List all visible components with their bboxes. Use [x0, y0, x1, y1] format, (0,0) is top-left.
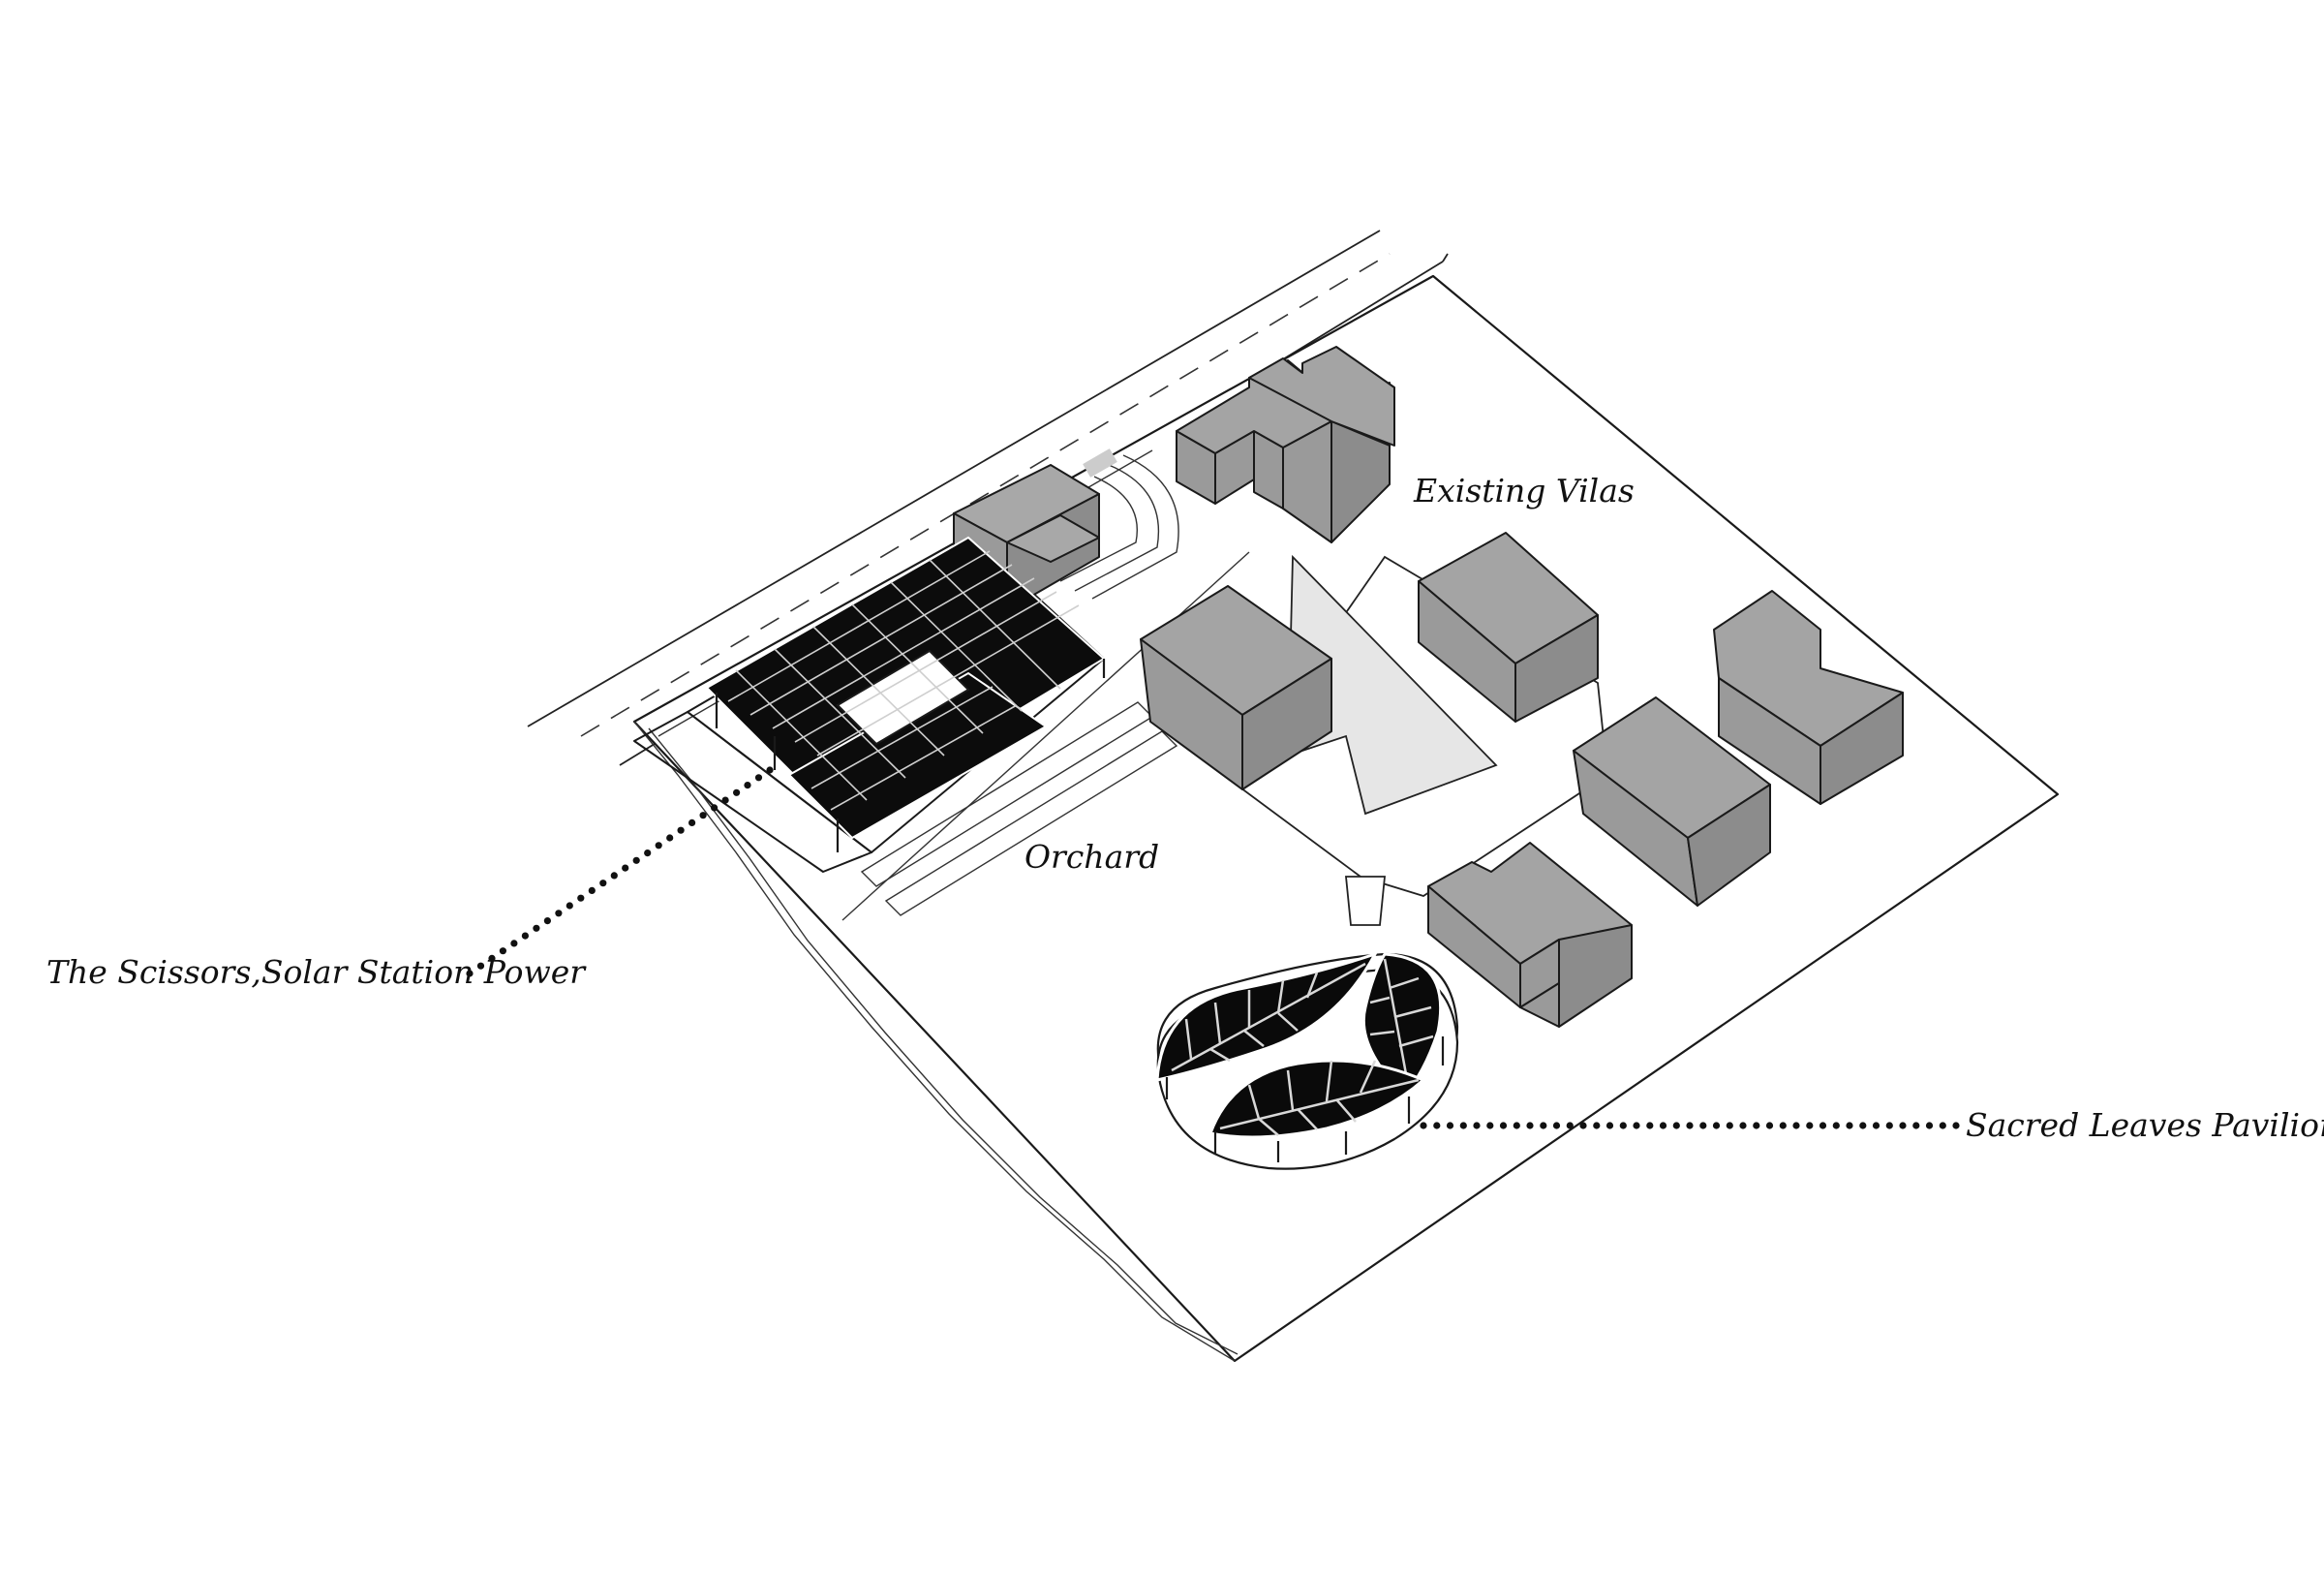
leader-dot — [1939, 1122, 1946, 1129]
leader-dot — [754, 774, 763, 782]
leader-dot — [1672, 1122, 1680, 1129]
leader-dot — [711, 804, 719, 812]
leader-dot — [766, 766, 774, 774]
leader-dot — [688, 818, 696, 827]
leader-dot — [543, 917, 552, 925]
leader-dot — [1605, 1122, 1614, 1129]
leader-dot — [622, 864, 629, 872]
leader-dot — [1686, 1122, 1694, 1129]
leader-dot — [1952, 1122, 1960, 1129]
leader-dot — [644, 849, 652, 857]
leader-dot — [488, 954, 496, 963]
villa-e — [1713, 590, 1904, 805]
leader-dot — [1712, 1122, 1721, 1129]
leader-dot — [1486, 1122, 1494, 1129]
leader-dot — [1619, 1122, 1627, 1129]
leader-dot — [677, 826, 685, 834]
leader-dot — [1819, 1122, 1827, 1129]
leader-dot — [610, 872, 618, 880]
leader-dot — [1726, 1122, 1733, 1129]
leader-dot — [733, 788, 741, 796]
leader-dot — [1593, 1122, 1601, 1129]
villa-a — [1176, 346, 1395, 543]
leader-dot — [566, 902, 573, 910]
leader-dot — [1446, 1122, 1454, 1129]
label-existing-villas: Existing Vilas — [1413, 472, 1635, 510]
leader-dot — [1859, 1122, 1867, 1129]
leader-dot — [1566, 1122, 1574, 1129]
leader-dot — [466, 970, 474, 977]
leader-dot — [555, 910, 563, 917]
leaf-veins-2 — [1369, 958, 1434, 1091]
leader-dot — [1846, 1122, 1853, 1129]
leader-dot — [1885, 1122, 1893, 1129]
leader-dot — [744, 782, 751, 789]
leader-dot — [1899, 1122, 1907, 1129]
leader-dot — [721, 796, 729, 804]
leader-scissors — [466, 766, 774, 977]
leader-dot — [1420, 1122, 1427, 1129]
leader-dot — [510, 940, 518, 947]
villa-c — [1418, 532, 1599, 723]
leader-dot — [1779, 1122, 1787, 1129]
label-scissors: The Scissors,Solar Station Power — [46, 953, 587, 991]
leader-dot — [533, 924, 540, 932]
leader-dot — [521, 932, 530, 940]
leader-dot — [1659, 1122, 1667, 1129]
villa-b — [1140, 585, 1332, 790]
leader-pavilion — [1420, 1122, 1960, 1129]
leader-dot — [1912, 1122, 1920, 1129]
leader-dot — [1513, 1122, 1520, 1129]
label-pavilion: Sacred Leaves Pavilion — [1966, 1106, 2324, 1144]
leader-dot — [666, 834, 674, 842]
leader-dot — [1540, 1122, 1547, 1129]
leader-dot — [1753, 1122, 1760, 1129]
leader-dot — [1473, 1122, 1481, 1129]
leader-dot — [577, 894, 585, 902]
leader-dot — [588, 886, 596, 895]
leader-dot — [1646, 1122, 1654, 1129]
leader-dot — [1765, 1122, 1774, 1129]
leader-dot — [476, 962, 485, 970]
solar-station — [633, 464, 1106, 873]
villa-d — [1573, 696, 1771, 907]
label-orchard: Orchard — [1024, 838, 1159, 876]
leader-dot — [1526, 1122, 1534, 1129]
solar-panel-grid — [727, 550, 1080, 811]
villa-f — [1427, 842, 1633, 1028]
leader-dot — [1872, 1122, 1881, 1129]
existing-villas — [1140, 346, 1904, 1028]
leader-dot — [599, 880, 607, 887]
leader-dot — [499, 947, 507, 955]
leader-dot — [1552, 1122, 1561, 1129]
leaf-veins-1 — [1171, 962, 1366, 1072]
leader-dot — [1806, 1122, 1814, 1129]
leader-dot — [655, 842, 662, 849]
leader-dot — [1633, 1122, 1640, 1129]
leader-dot — [1739, 1122, 1747, 1129]
leaf-veins-3 — [1219, 1060, 1420, 1136]
sacred-leaves-pavilion — [1155, 951, 1459, 1170]
leader-dot — [1579, 1122, 1587, 1129]
leader-dot — [1832, 1122, 1840, 1129]
leader-dot — [1792, 1122, 1800, 1129]
leader-dot — [1433, 1122, 1441, 1129]
leader-dot — [632, 856, 640, 864]
leader-dot — [699, 812, 707, 819]
driveway — [1059, 448, 1179, 600]
leader-dot — [1925, 1122, 1934, 1129]
leader-dot — [1499, 1122, 1508, 1129]
leader-dot — [1699, 1122, 1707, 1129]
leader-dot — [1459, 1122, 1467, 1129]
